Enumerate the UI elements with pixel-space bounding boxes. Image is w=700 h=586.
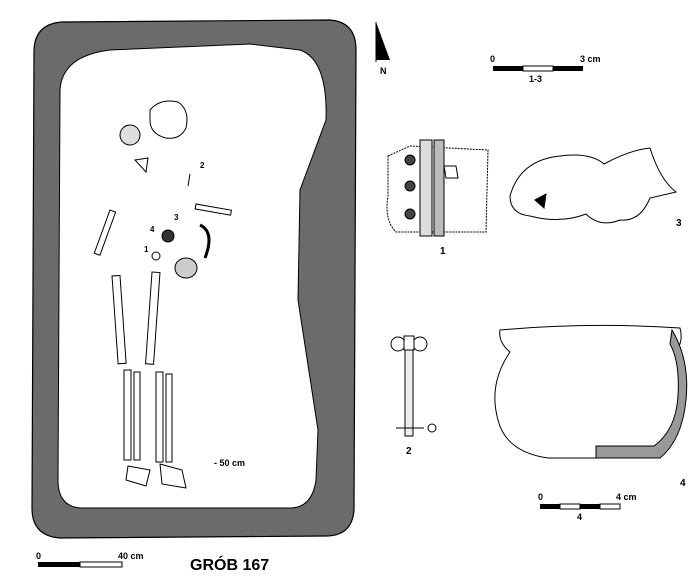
skeleton xyxy=(93,100,233,489)
svg-text:0: 0 xyxy=(490,54,495,64)
find-label-4: 4 xyxy=(680,478,686,489)
find-4-pot xyxy=(494,324,688,459)
plan-markers: 1 2 3 4 xyxy=(144,161,205,254)
find-2-pin xyxy=(390,335,437,437)
finds-scale-bar: 0 3 cm 1-3 xyxy=(490,54,601,84)
find-1-buckle xyxy=(386,139,489,237)
north-arrow-icon: N xyxy=(375,22,390,76)
find-label-1: 1 xyxy=(440,246,446,257)
plan-marker-2: 2 xyxy=(200,161,205,170)
svg-text:1-3: 1-3 xyxy=(529,74,542,84)
find-label-3: 3 xyxy=(676,218,682,229)
find-label-2: 2 xyxy=(406,446,412,457)
plan-marker-4: 4 xyxy=(150,225,155,234)
plan-scale-end: 40 cm xyxy=(118,551,144,561)
plan-scale-bar: 0 40 cm xyxy=(36,551,144,568)
svg-text:3 cm: 3 cm xyxy=(580,54,601,64)
plan-scale-start: 0 xyxy=(36,551,41,561)
svg-text:0: 0 xyxy=(538,492,543,502)
grave-title: GRÓB 167 xyxy=(190,555,269,574)
depth-label: - 50 cm xyxy=(214,458,245,468)
find-3-fragment xyxy=(509,147,678,224)
svg-text:N: N xyxy=(380,66,387,76)
plan-marker-3: 3 xyxy=(174,213,179,222)
pot-scale-bar: 0 4 cm 4 xyxy=(538,492,637,522)
svg-text:4 cm: 4 cm xyxy=(616,492,637,502)
grave-pit xyxy=(31,19,357,539)
plan-marker-1: 1 xyxy=(144,245,149,254)
svg-text:4: 4 xyxy=(577,512,582,522)
